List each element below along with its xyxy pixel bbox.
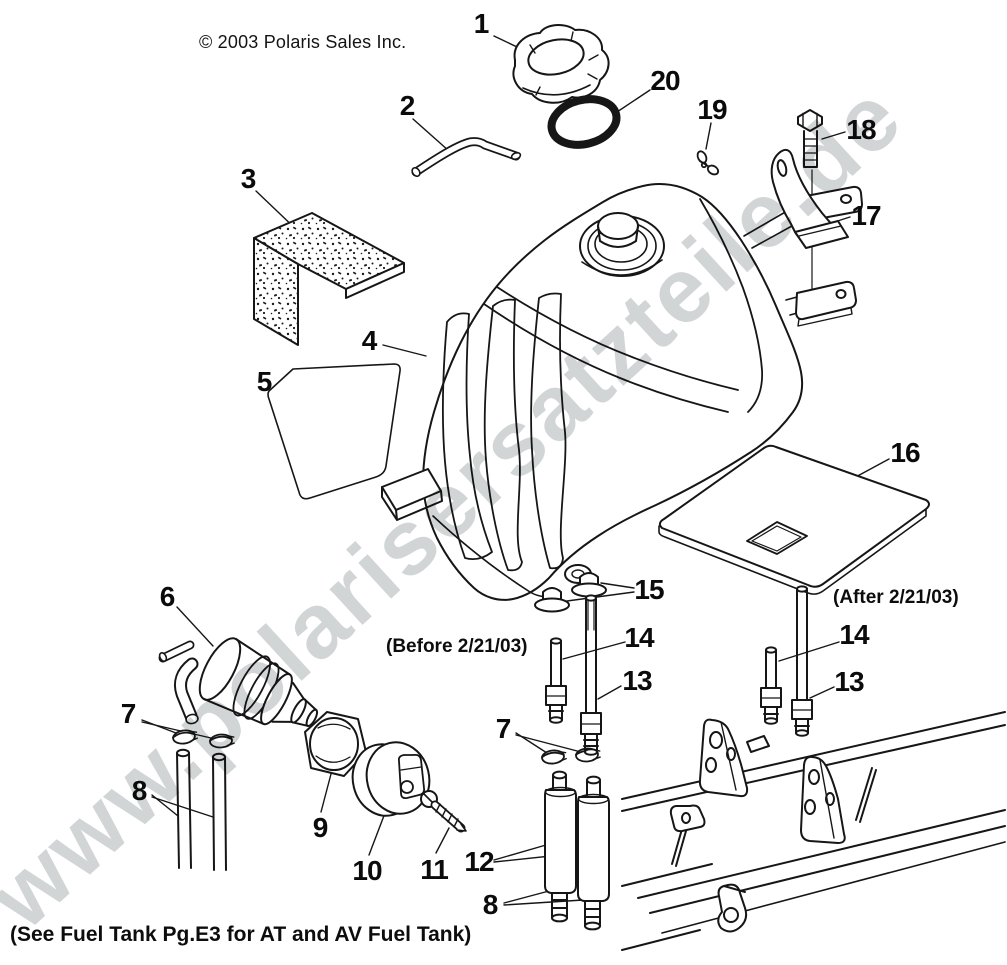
callout-14: 14 xyxy=(839,619,869,650)
callout-10: 10 xyxy=(352,855,382,886)
vent-tubes-after-drawing xyxy=(760,585,813,737)
screw-drawing xyxy=(420,790,467,833)
callout-3: 3 xyxy=(240,163,257,194)
callout-2: 2 xyxy=(399,90,416,121)
callout-7: 7 xyxy=(495,713,512,744)
fuel-valve-drawing xyxy=(158,637,319,727)
callout-18: 18 xyxy=(846,114,876,145)
bracket-drawing xyxy=(770,148,849,249)
callout-5: 5 xyxy=(256,366,273,397)
chassis-frame-drawing xyxy=(621,711,1006,951)
callout-14: 14 xyxy=(624,622,654,653)
callout-1: 1 xyxy=(473,8,490,39)
fitting-drawing xyxy=(696,150,720,176)
fuel-tank-drawing xyxy=(381,183,863,601)
note-after-date: (After 2/21/03) xyxy=(833,587,959,608)
callout-13: 13 xyxy=(834,666,864,697)
fuel-lines-drawing xyxy=(176,748,227,871)
callout-17: 17 xyxy=(851,200,881,231)
grommets-drawing xyxy=(534,572,607,613)
cap-disc-drawing xyxy=(351,741,431,817)
pad-drawing xyxy=(267,363,401,500)
vent-hose-drawing xyxy=(411,137,522,178)
callout-12: 12 xyxy=(464,846,494,877)
foam-pad-drawing xyxy=(253,212,405,346)
inline-filters-drawing xyxy=(544,770,610,931)
callout-4: 4 xyxy=(361,325,378,356)
callout-8: 8 xyxy=(482,889,499,920)
callout-9: 9 xyxy=(312,812,329,843)
callout-19: 19 xyxy=(697,94,727,125)
o-ring-drawing xyxy=(547,95,621,149)
copyright-text: © 2003 Polaris Sales Inc. xyxy=(199,32,407,52)
callout-7: 7 xyxy=(120,698,137,729)
callout-16: 16 xyxy=(890,437,920,468)
note-before-date: (Before 2/21/03) xyxy=(386,636,528,657)
callout-8: 8 xyxy=(131,775,148,806)
fuel-cap-drawing xyxy=(512,24,610,104)
callout-11: 11 xyxy=(420,854,449,885)
vent-tubes-before-drawing xyxy=(545,594,602,756)
callout-6: 6 xyxy=(159,581,176,612)
note-footer-reference: (See Fuel Tank Pg.E3 for AT and AV Fuel … xyxy=(10,923,472,946)
callout-15: 15 xyxy=(634,574,664,605)
callout-13: 13 xyxy=(622,665,652,696)
callout-20: 20 xyxy=(650,65,680,96)
bolt-drawing xyxy=(797,109,823,168)
